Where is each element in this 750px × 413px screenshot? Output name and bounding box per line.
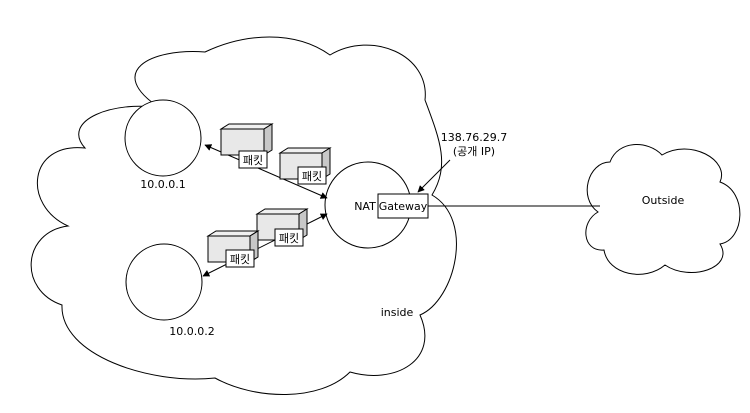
packet-3	[255, 208, 309, 247]
host-1-ip-label: 10.0.0.1	[140, 178, 185, 191]
gateway-label: Gateway	[379, 200, 428, 213]
host-1-node	[124, 99, 202, 177]
packet-3-label: 패킷	[279, 232, 299, 245]
host-2-ip-label: 10.0.0.2	[169, 325, 214, 338]
packet-2-label: 패킷	[302, 170, 322, 183]
packet-2	[278, 147, 332, 185]
nat-label: NAT	[354, 200, 376, 213]
public-ip-arrow	[417, 159, 451, 193]
packet-1-label: 패킷	[243, 154, 263, 167]
packet-4-label: 패킷	[230, 253, 250, 266]
outside-cloud	[585, 144, 741, 275]
packet-4	[206, 230, 260, 268]
outside-label: Outside	[642, 194, 685, 207]
host-2-node	[125, 243, 203, 321]
public-ip-address: 138.76.29.7	[441, 131, 507, 144]
packet-1	[219, 123, 274, 169]
public-ip-note: (공개 IP)	[453, 145, 495, 158]
inside-label: inside	[381, 306, 414, 319]
